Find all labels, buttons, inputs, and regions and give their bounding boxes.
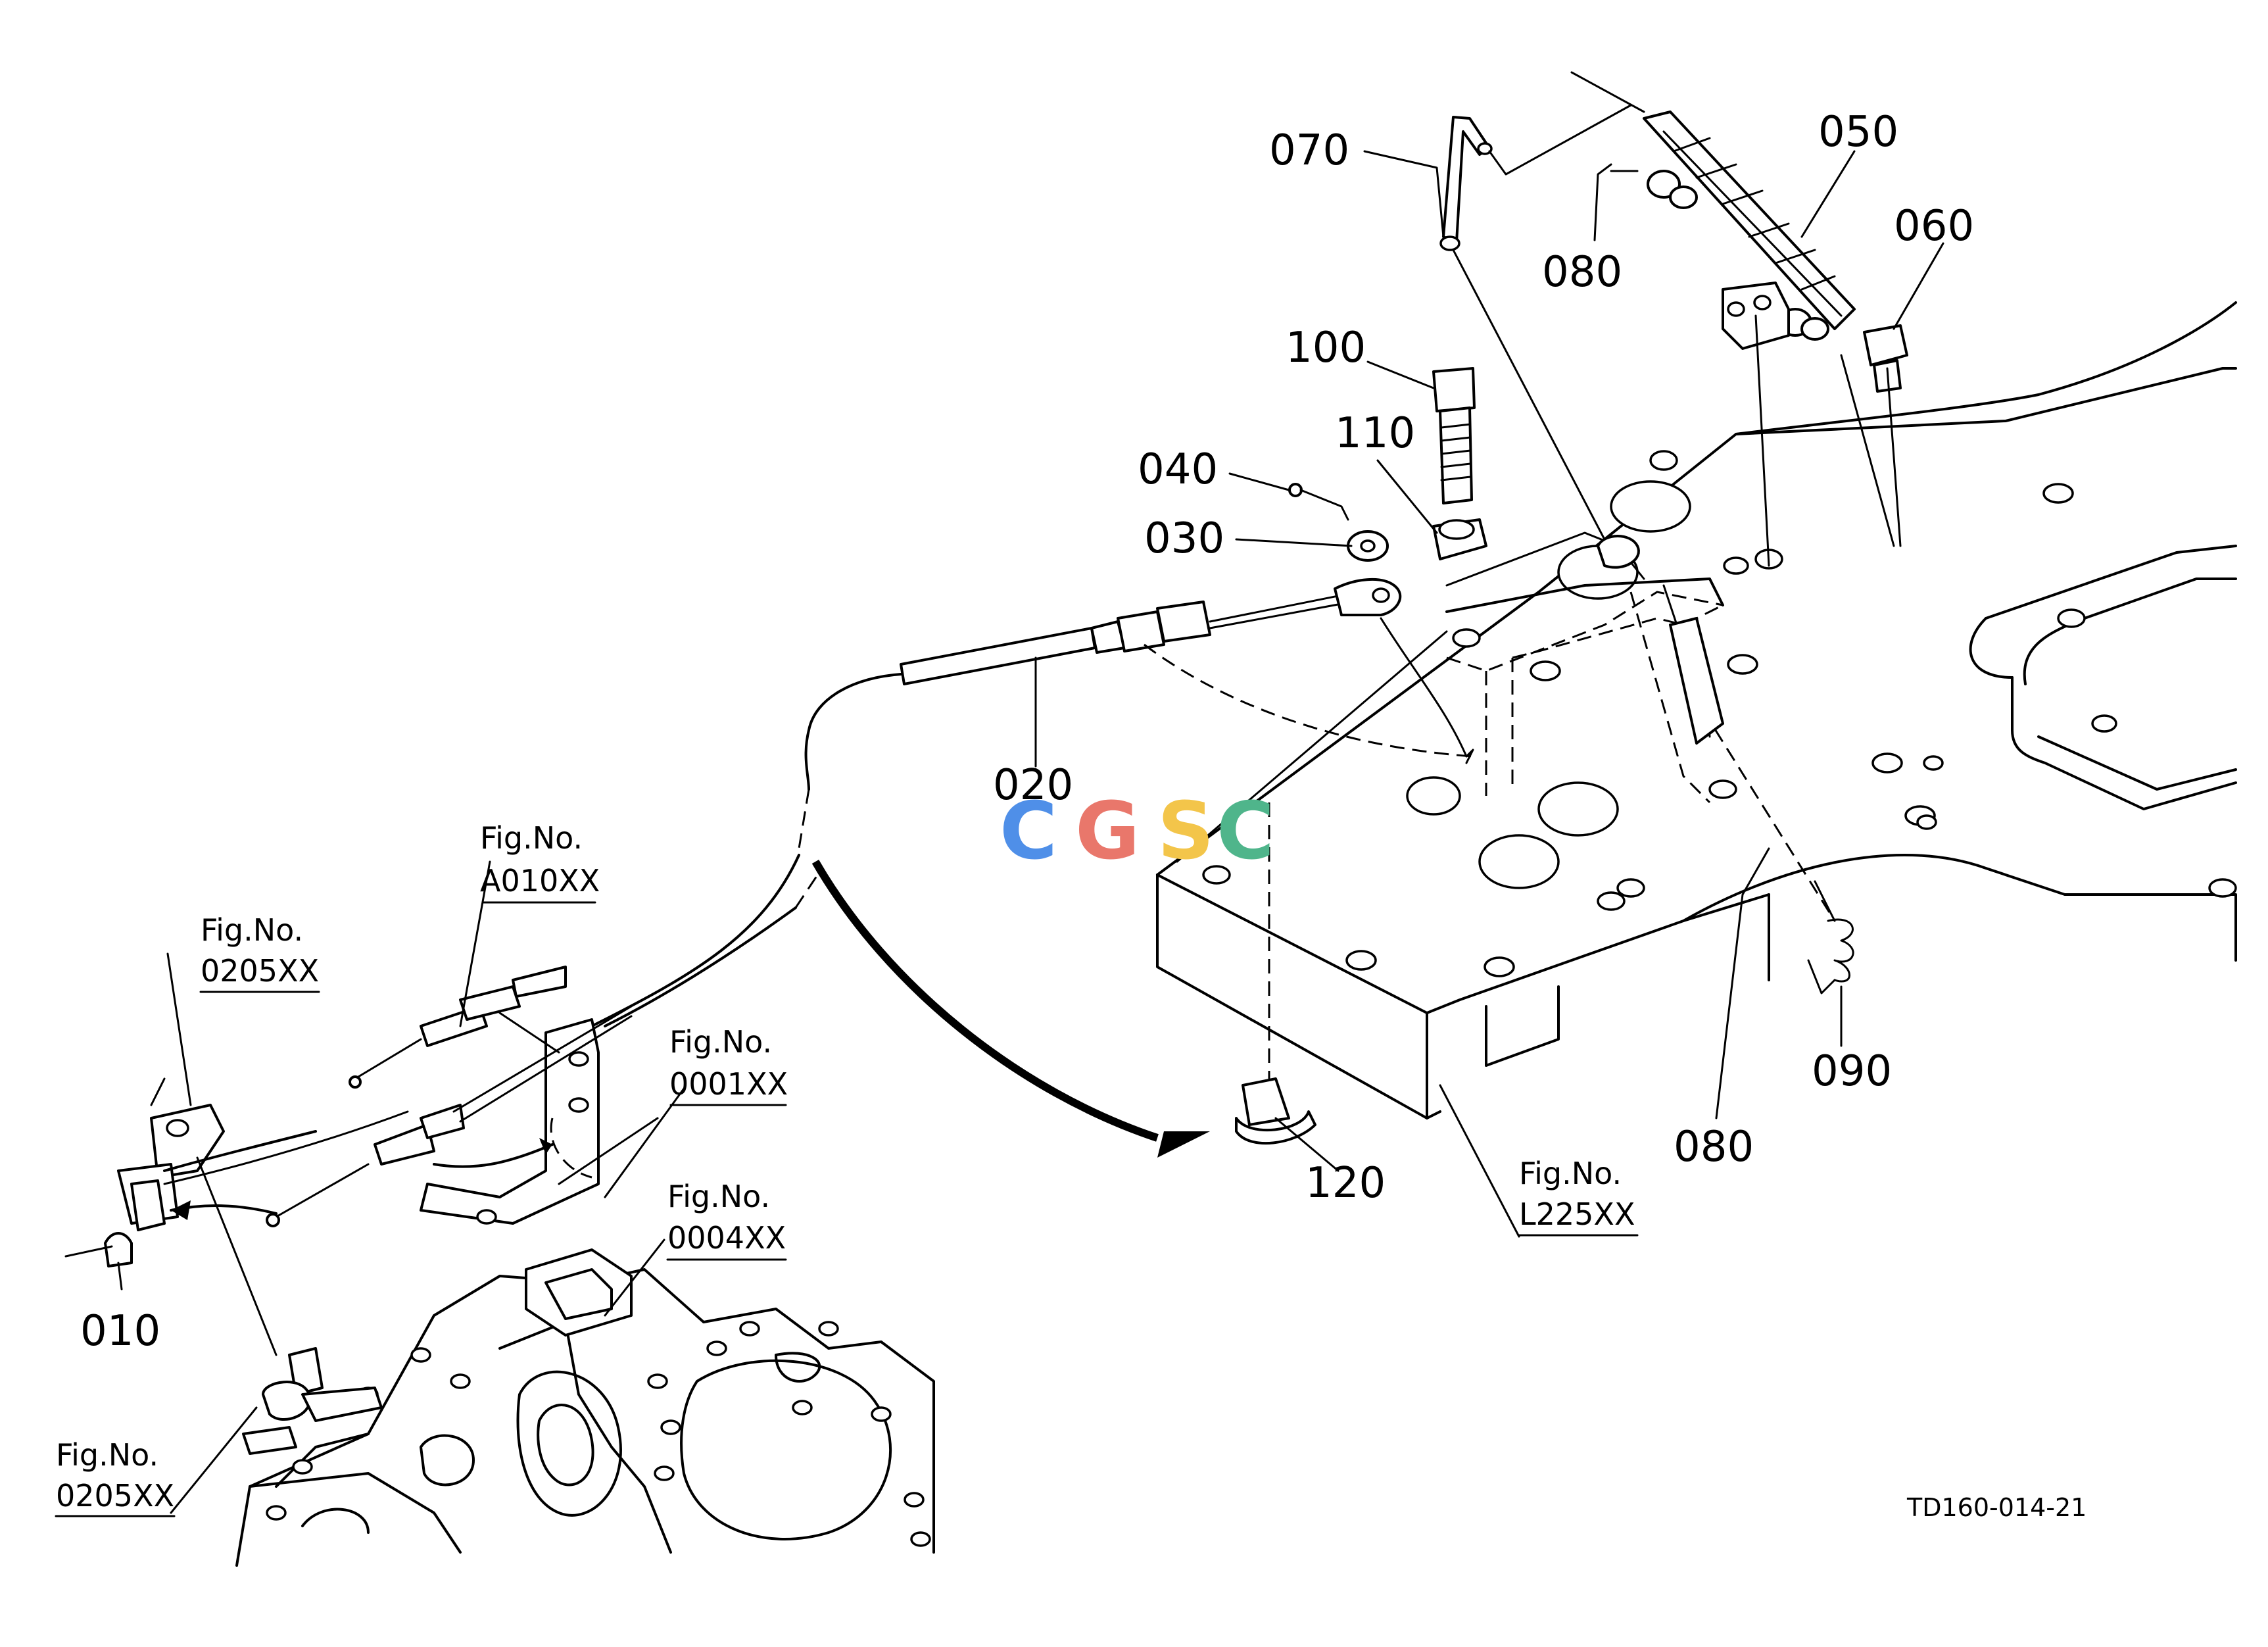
washer-030 (1347, 530, 1389, 562)
drawing-code: TD160-014-21 (1906, 1493, 2087, 1522)
watermark-letter-g: G (1075, 786, 1140, 877)
fig-ref-0205-bottom-title: Fig.No. (56, 1437, 158, 1473)
engine-block (235, 1248, 935, 1567)
cable-clip-120 (1235, 802, 1316, 1145)
fig-ref-0205-top-title: Fig.No. (201, 912, 303, 948)
fig-ref-0001-title: Fig.No. (669, 1024, 772, 1060)
fig-ref-l225-number: L225XX (1519, 1196, 1635, 1232)
accelerator-pedal-pad (1643, 111, 1856, 350)
return-spring-090 (1807, 880, 1854, 995)
cotter-pin-040 (1288, 483, 1349, 521)
bolt-100 (1432, 367, 1476, 504)
callout-090: 090 (1812, 1047, 1892, 1096)
fig-ref-0205-bottom-number: 0205XX (56, 1478, 174, 1513)
fig-ref-0004-title: Fig.No. (667, 1179, 770, 1214)
pedal-bracket (1445, 578, 1724, 796)
callout-100: 100 (1286, 324, 1366, 372)
watermark: C G S C (1000, 786, 1274, 877)
callout-060: 060 (1894, 202, 1974, 251)
fig-ref-0004-number: 0004XX (667, 1220, 786, 1256)
leader-lines (55, 71, 1944, 1517)
callout-110: 110 (1335, 409, 1415, 458)
callout-120: 120 (1305, 1159, 1386, 1208)
fig-ref-l225-title: Fig.No. (1519, 1156, 1622, 1191)
governor-lever (242, 1347, 383, 1455)
fig-ref-0001-number: 0001XX (669, 1066, 788, 1102)
callout-030: 030 (1144, 514, 1224, 563)
throttle-lever-assembly (117, 1077, 409, 1231)
watermark-letter-c1: C (1000, 786, 1057, 877)
linkage-guides (1144, 249, 1902, 922)
knob-010 (64, 1232, 133, 1267)
callout-040: 040 (1138, 445, 1218, 494)
fig-ref-a010-title: Fig.No. (480, 820, 583, 856)
cable-bracket (420, 1018, 659, 1225)
callout-070: 070 (1269, 126, 1349, 175)
callout-080-bottom: 080 (1674, 1123, 1754, 1171)
fig-ref-0205-top-number: 0205XX (201, 953, 319, 989)
assembly-arrow (811, 859, 1210, 1158)
bolt-060 (1863, 324, 1908, 393)
pedal-rod-070 (1439, 116, 1493, 251)
watermark-letter-s: S (1157, 786, 1214, 877)
callout-010: 010 (80, 1307, 160, 1356)
nut-110 (1432, 518, 1487, 560)
callout-labels: 070 050 080 060 100 110 040 030 020 090 … (80, 108, 1974, 1356)
callout-050: 050 (1818, 108, 1898, 157)
fig-ref-a010-number: A010XX (480, 863, 600, 898)
callout-080-top: 080 (1542, 248, 1622, 297)
figure-references: Fig.No. A010XX Fig.No. 0205XX Fig.No. 00… (56, 820, 1635, 1513)
a010-cable (163, 868, 823, 1227)
throttle-cable-020 (591, 578, 1402, 1027)
watermark-letter-c2: C (1217, 786, 1274, 877)
callout-020: 020 (993, 761, 1073, 810)
